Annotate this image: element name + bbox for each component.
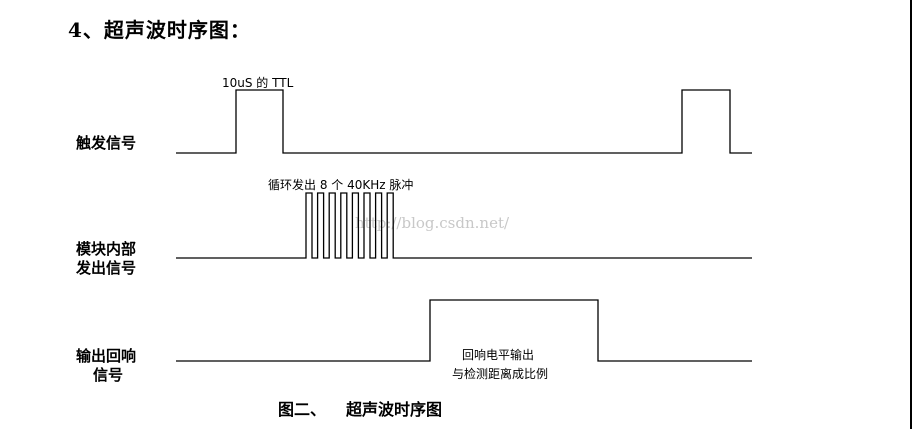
echo-note-line1: 回响电平输出 [462, 348, 535, 362]
trigger-pulse-note: 10uS 的 TTL [222, 76, 294, 90]
echo-signal-label: 输出回响 信号 [76, 347, 137, 384]
module-burst-waveform [176, 192, 752, 259]
echo-waveform [176, 299, 752, 362]
echo-note-line2: 与检测距离成比例 [452, 367, 549, 381]
trigger-waveform [176, 89, 752, 154]
figure-caption: 图二、超声波时序图 [278, 396, 442, 420]
module-signal-label: 模块内部 发出信号 [76, 240, 137, 277]
burst-note: 循环发出 8 个 40KHz 脉冲 [268, 178, 414, 192]
page-right-border [910, 0, 912, 429]
figure-number: 图二、 [278, 400, 327, 419]
trigger-signal-label: 触发信号 [76, 134, 137, 152]
section-heading: 4、超声波时序图： [68, 18, 251, 42]
figure-title: 超声波时序图 [346, 400, 443, 419]
